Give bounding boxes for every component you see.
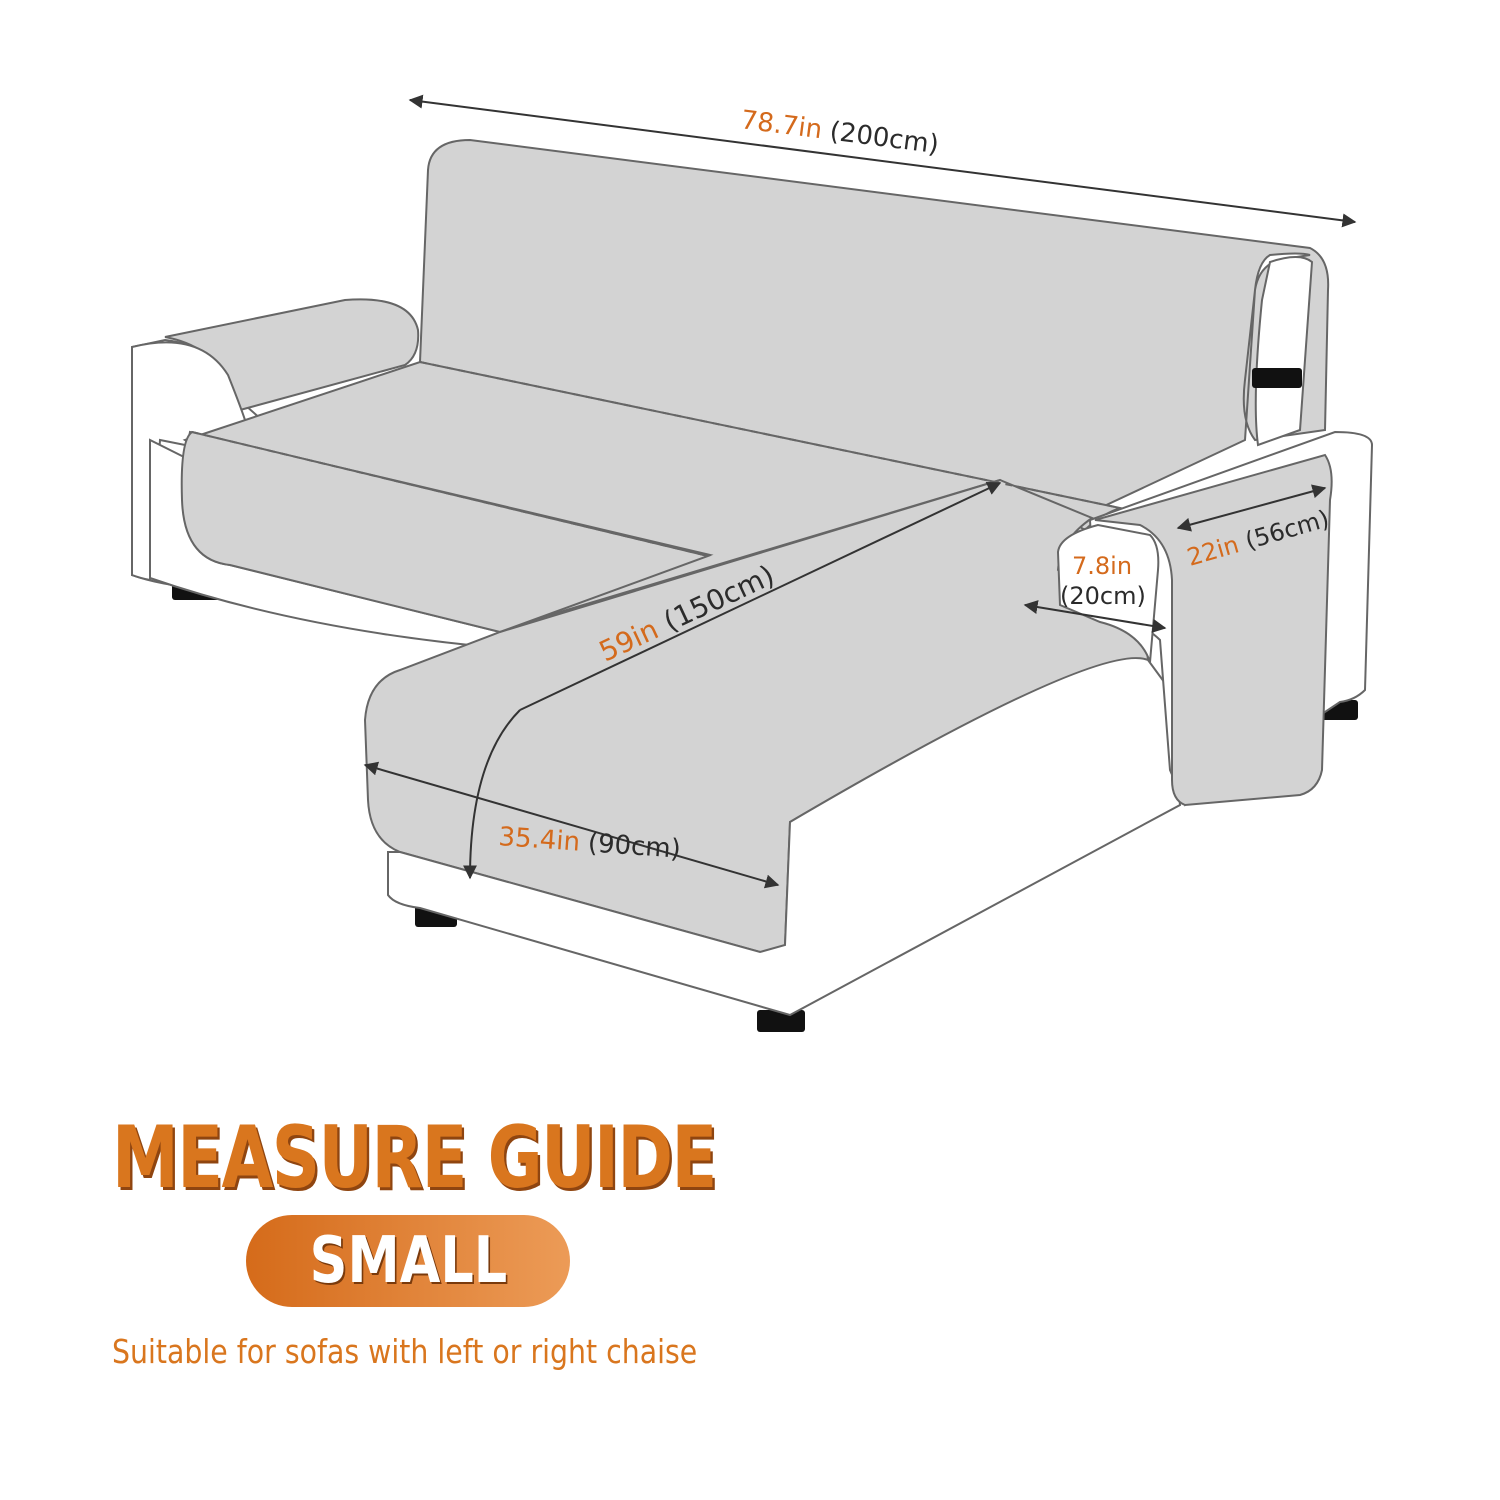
left-seat-cushion [180, 430, 712, 634]
armrest-width-metric-label: (20cm) [1060, 582, 1146, 610]
size-badge-label: SMALL [309, 1224, 507, 1298]
armrest-width-value-label: 7.8in [1072, 552, 1132, 580]
back-width-label: 78.7in(200cm) [739, 105, 940, 160]
size-badge: SMALL [246, 1215, 570, 1307]
right-back-strip [1254, 256, 1314, 447]
measure-guide-title: MEASURE GUIDE [112, 1108, 717, 1208]
armrest-depth-arrow [1176, 484, 1327, 532]
back-width-arrow [408, 94, 1357, 228]
left-armrest-front [131, 341, 246, 582]
chaise-base [387, 657, 1182, 1017]
armrest-cover-flap [1094, 453, 1333, 807]
chaise-width-label: 35.4in(90cm) [498, 822, 682, 865]
seat-length-arrow [519, 482, 1002, 711]
armrest-width-arrow [1023, 600, 1167, 633]
chaise-width-arrow [363, 761, 780, 889]
measurement-arrows [363, 94, 1357, 889]
backrest-cover [418, 138, 1330, 517]
sofa-diagram: 78.7in(200cm) 59in(150cm) 35.4in(90cm) 7… [131, 94, 1374, 1032]
compatibility-note: Suitable for sofas with left or right ch… [112, 1332, 698, 1371]
strap-buckle [1252, 368, 1302, 388]
dashed-seams [191, 361, 1121, 557]
